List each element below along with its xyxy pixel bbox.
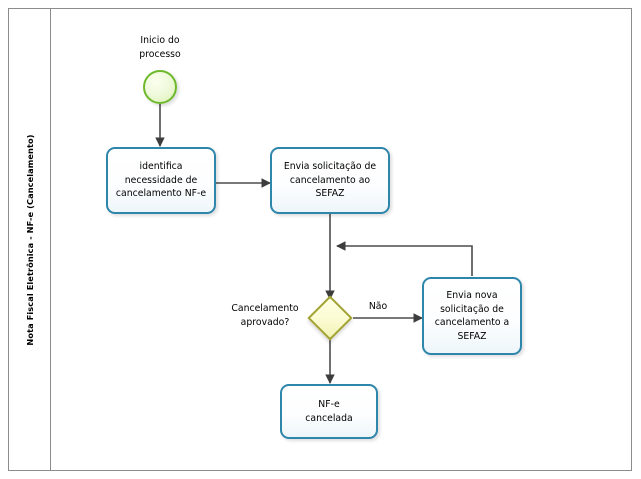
task-identifica-necessidade[interactable]: identifica necessidade de cancelamento N… (106, 147, 216, 214)
task-nfe-cancelada[interactable]: NF-e cancelada (280, 384, 378, 439)
flow-label-nao: Não (368, 301, 388, 312)
task-envia-nova-line3: cancelamento a (434, 317, 510, 328)
start-event[interactable] (143, 70, 177, 104)
gateway-label: Cancelamento aprovado? (222, 302, 308, 329)
lane-title: Nota Fiscal Eletrônica - NF-e (Cancelame… (24, 133, 35, 346)
start-event-label: Inicio do processo (118, 34, 202, 61)
task-envia-nova-line2: solicitação de (440, 303, 504, 315)
task-envia-line2: cancelamento ao (289, 174, 371, 186)
task-envia-nova-line1: Envia nova (446, 290, 498, 301)
task-nfe-cancelada-line1: NF-e (318, 399, 340, 410)
task-envia-nova-line4: SEFAZ (457, 330, 487, 342)
start-event-label-line1: Inicio do (140, 35, 180, 46)
start-event-label-line2: processo (139, 48, 181, 60)
process-pool: Nota Fiscal Eletrônica - NF-e (Cancelame… (8, 8, 632, 471)
task-identifica-line3: cancelamento NF-e (115, 188, 207, 200)
task-identifica-line1: identifica (139, 161, 183, 173)
lane-header: Nota Fiscal Eletrônica - NF-e (Cancelame… (9, 9, 51, 470)
task-envia-nova-solicitacao[interactable]: Envia nova solicitação de cancelamento a… (422, 277, 522, 355)
task-nfe-cancelada-line2: cancelada (305, 412, 353, 424)
gateway-label-line2: aprovado? (240, 316, 290, 328)
task-envia-solicitacao-sefaz[interactable]: Envia solicitação de cancelamento ao SEF… (270, 147, 390, 214)
task-envia-line1: Envia solicitação de (283, 161, 377, 173)
task-envia-line3: SEFAZ (315, 188, 345, 200)
gateway-label-line1: Cancelamento (231, 303, 299, 314)
task-identifica-line2: necessidade de (124, 174, 198, 186)
